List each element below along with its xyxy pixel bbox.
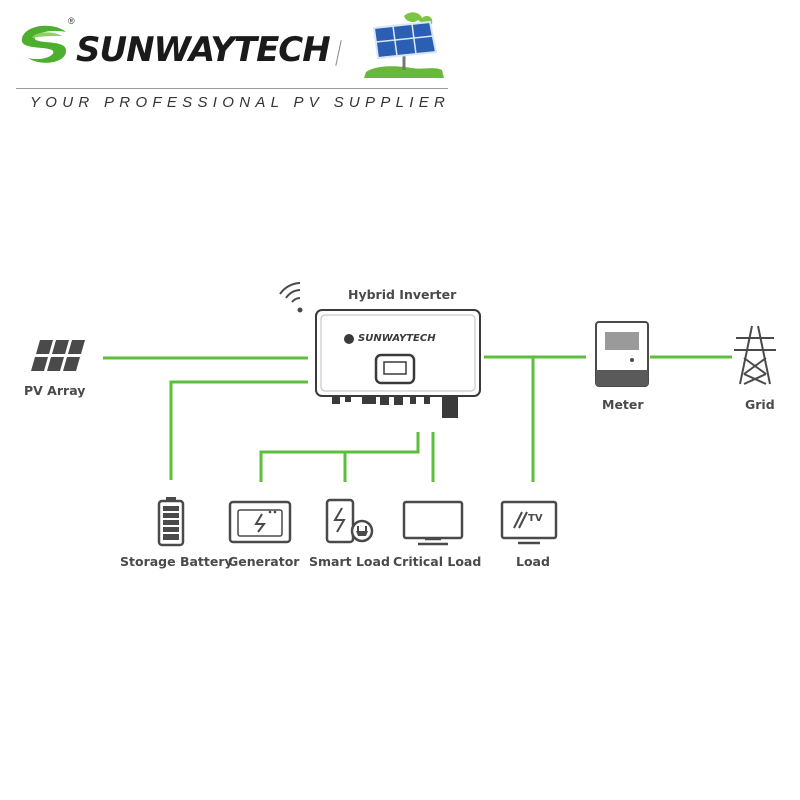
- connection-lines: [103, 355, 732, 482]
- storage-battery-icon: [157, 497, 185, 547]
- hybrid-inverter-icon: [315, 309, 481, 418]
- solar-panel-tree-icon: [364, 12, 444, 78]
- header-rule: [16, 88, 448, 89]
- storage-battery-label: Storage Battery: [120, 554, 233, 569]
- brand-name: SUNWAYTECH: [76, 30, 331, 70]
- pv-array-label: PV Array: [24, 383, 86, 398]
- inverter-brand-label: SUNWAYTECH: [358, 333, 436, 344]
- smart-load-icon: [325, 498, 374, 544]
- wifi-signal-icon: [279, 282, 303, 313]
- load-label: Load: [516, 554, 550, 569]
- line-battery: [169, 380, 308, 480]
- grid-label: Grid: [745, 397, 775, 412]
- meter-label: Meter: [602, 397, 644, 412]
- meter-icon: [595, 321, 649, 387]
- pv-array-icon: [31, 340, 85, 371]
- generator-label: Generator: [228, 554, 300, 569]
- brand-logo-icon: [21, 25, 67, 63]
- tv-text: TV: [528, 513, 543, 524]
- grid-tower-icon: [734, 325, 776, 385]
- hybrid-inverter-label: Hybrid Inverter: [348, 287, 457, 302]
- critical-load-icon: [402, 500, 464, 546]
- tagline: YOUR PROFESSIONAL PV SUPPLIER: [30, 94, 451, 111]
- registered-mark: ®: [68, 16, 75, 26]
- generator-icon: [228, 500, 292, 544]
- smart-load-label: Smart Load: [309, 554, 390, 569]
- critical-load-label: Critical Load: [393, 554, 482, 569]
- line-gen-smart: [259, 432, 420, 482]
- load-tv-icon: [500, 500, 558, 545]
